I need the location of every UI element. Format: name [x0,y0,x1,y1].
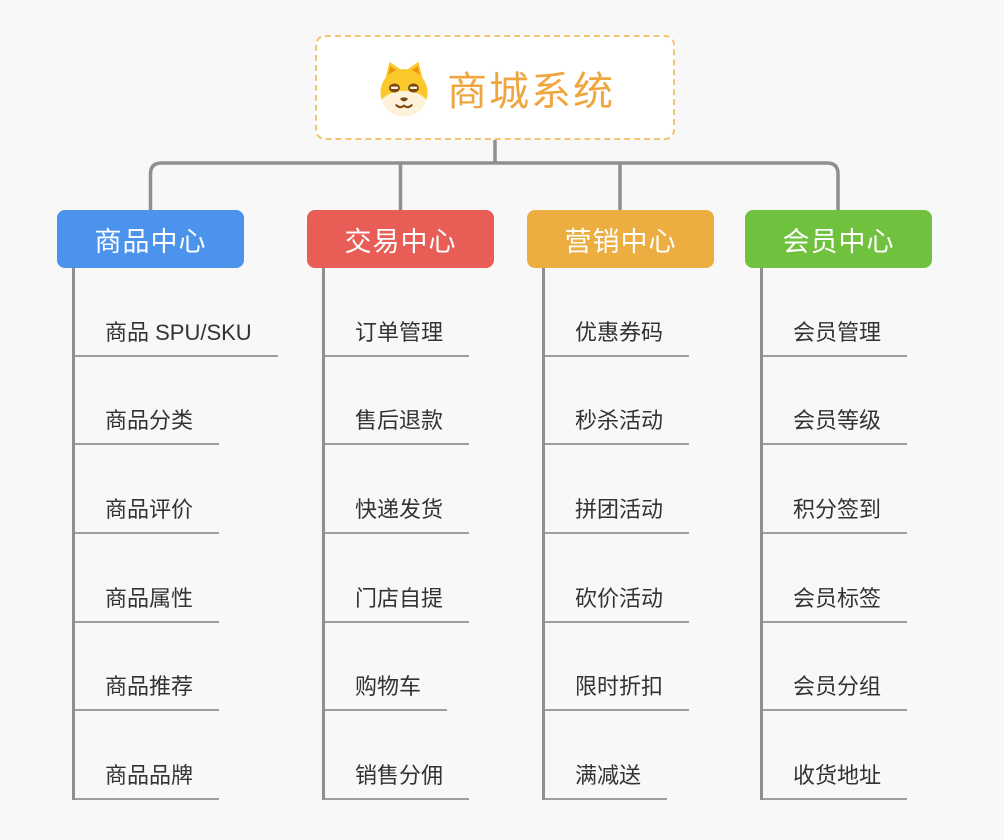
branch: 会员中心 会员管理 会员等级 积分签到 会员标签 会员分组 收货地址 [745,210,985,801]
leaf-node[interactable]: 秒杀活动 [545,357,765,446]
leaf-label: 积分签到 [763,492,908,535]
branch-item-list: 商品 SPU/SKU 商品分类 商品评价 商品属性 商品推荐 商品品牌 [72,268,295,801]
leaf-label: 售后退款 [325,403,470,446]
leaf-label: 会员分组 [763,669,908,712]
branch: 营销中心 优惠券码 秒杀活动 拼团活动 砍价活动 限时折扣 满减送 [527,210,767,801]
leaf-node[interactable]: 售后退款 [325,357,545,446]
leaf-label: 会员等级 [763,403,908,446]
leaf-node[interactable]: 拼团活动 [545,445,765,535]
leaf-node[interactable]: 会员管理 [763,268,983,357]
leaf-label: 快递发货 [325,492,470,535]
leaf-label: 会员标签 [763,581,908,623]
leaf-label: 商品属性 [75,581,220,623]
leaf-label: 秒杀活动 [545,403,690,446]
leaf-label: 拼团活动 [545,492,690,535]
root-node[interactable]: 商城系统 [315,35,675,140]
leaf-node[interactable]: 销售分佣 [325,711,545,801]
branch-node[interactable]: 会员中心 [745,210,932,268]
leaf-label: 订单管理 [325,315,470,357]
branch-node[interactable]: 营销中心 [527,210,714,268]
branch-node[interactable]: 交易中心 [307,210,494,268]
branch-item-list: 会员管理 会员等级 积分签到 会员标签 会员分组 收货地址 [760,268,983,801]
leaf-node[interactable]: 积分签到 [763,445,983,535]
branch-label: 商品中心 [94,226,207,257]
branch-label: 会员中心 [782,226,895,257]
leaf-label: 砍价活动 [545,581,690,623]
leaf-node[interactable]: 会员标签 [763,534,983,623]
leaf-node[interactable]: 满减送 [545,711,765,801]
leaf-label: 满减送 [545,758,668,801]
leaf-node[interactable]: 购物车 [325,623,545,712]
leaf-label: 优惠券码 [545,315,690,357]
leaf-label: 收货地址 [763,758,908,801]
leaf-label: 限时折扣 [545,669,690,712]
leaf-node[interactable]: 砍价活动 [545,534,765,623]
branch-item-list: 优惠券码 秒杀活动 拼团活动 砍价活动 限时折扣 满减送 [542,268,765,801]
leaf-node[interactable]: 快递发货 [325,445,545,535]
leaf-node[interactable]: 收货地址 [763,711,983,801]
leaf-node[interactable]: 订单管理 [325,268,545,357]
leaf-node[interactable]: 商品品牌 [75,711,295,801]
leaf-label: 销售分佣 [325,758,470,801]
leaf-node[interactable]: 门店自提 [325,534,545,623]
branch: 交易中心 订单管理 售后退款 快递发货 门店自提 购物车 销售分佣 [307,210,547,801]
leaf-node[interactable]: 商品属性 [75,534,295,623]
leaf-node[interactable]: 会员分组 [763,623,983,712]
leaf-node[interactable]: 优惠券码 [545,268,765,357]
leaf-label: 购物车 [325,669,448,712]
branch-label: 营销中心 [564,226,677,257]
branch-label: 交易中心 [344,226,457,257]
branch-item-list: 订单管理 售后退款 快递发货 门店自提 购物车 销售分佣 [322,268,545,801]
leaf-node[interactable]: 商品评价 [75,445,295,535]
leaf-label: 商品 SPU/SKU [75,315,278,357]
leaf-node[interactable]: 商品分类 [75,357,295,446]
leaf-label: 商品品牌 [75,758,220,801]
branch: 商品中心 商品 SPU/SKU 商品分类 商品评价 商品属性 商品推荐 商品品牌 [57,210,297,801]
leaf-node[interactable]: 商品 SPU/SKU [75,268,295,357]
root-title: 商城系统 [447,69,615,114]
leaf-label: 商品分类 [75,403,220,446]
leaf-node[interactable]: 会员等级 [763,357,983,446]
leaf-node[interactable]: 限时折扣 [545,623,765,712]
leaf-label: 商品推荐 [75,669,220,712]
leaf-label: 商品评价 [75,492,220,535]
leaf-label: 会员管理 [763,315,908,357]
branch-node[interactable]: 商品中心 [57,210,244,268]
leaf-label: 门店自提 [325,581,470,623]
leaf-node[interactable]: 商品推荐 [75,623,295,712]
dog-face-icon [375,59,433,117]
